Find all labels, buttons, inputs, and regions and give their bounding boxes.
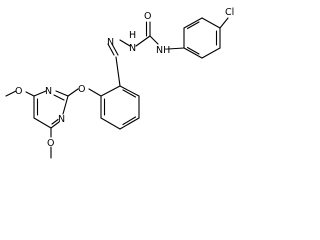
bond: [201, 47, 221, 59]
bond: [55, 90, 69, 97]
atom-labels: Cl NH O N H N O N N O O: [15, 7, 234, 149]
bond: [219, 17, 229, 29]
bond: [62, 95, 69, 115]
methoxy-oxygen-top-label: O: [15, 86, 22, 97]
carbonyl-oxygen-label: O: [144, 11, 151, 22]
bond: [135, 35, 151, 47]
bond: [119, 39, 131, 47]
bond: [33, 117, 52, 129]
bond: [100, 117, 121, 130]
bond: [183, 17, 203, 29]
ether-oxygen-label: O: [78, 84, 85, 95]
bond: [5, 90, 17, 97]
imine-nitrogen-label: N: [107, 37, 114, 48]
bond: [33, 90, 47, 97]
amide-nh-label: NH: [156, 45, 170, 56]
bonds: [5, 17, 229, 159]
bond: [88, 88, 102, 97]
bond: [119, 117, 140, 130]
bond: [67, 88, 79, 97]
bond: [50, 121, 60, 129]
bond: [53, 94, 65, 101]
structure-svg: Cl NH O N H N O N N O O: [5, 7, 234, 159]
bond: [183, 47, 203, 59]
methoxy-oxygen-bottom-label: O: [47, 138, 54, 149]
bond: [122, 116, 137, 126]
molecule-structure: Cl NH O N H N O N N O O: [5, 7, 234, 159]
bond: [51, 118, 59, 125]
bond: [119, 85, 140, 97]
bond: [25, 91, 35, 97]
bond: [186, 21, 200, 30]
hydrazine-hydrogen-label: H: [129, 30, 136, 41]
bond: [167, 47, 185, 50]
bond: [111, 43, 119, 56]
bond: [149, 35, 159, 45]
bond: [100, 85, 121, 97]
pyrimidine-nitrogen-top-label: N: [45, 86, 52, 97]
bond: [115, 56, 121, 87]
hydrazine-nitrogen-label: N: [129, 43, 136, 54]
bond: [107, 43, 115, 56]
pyrimidine-nitrogen-bottom-label: N: [58, 114, 65, 125]
chlorine-atom-label: Cl: [225, 7, 234, 18]
bond: [201, 17, 221, 29]
bond: [186, 46, 200, 55]
bond: [122, 89, 137, 98]
